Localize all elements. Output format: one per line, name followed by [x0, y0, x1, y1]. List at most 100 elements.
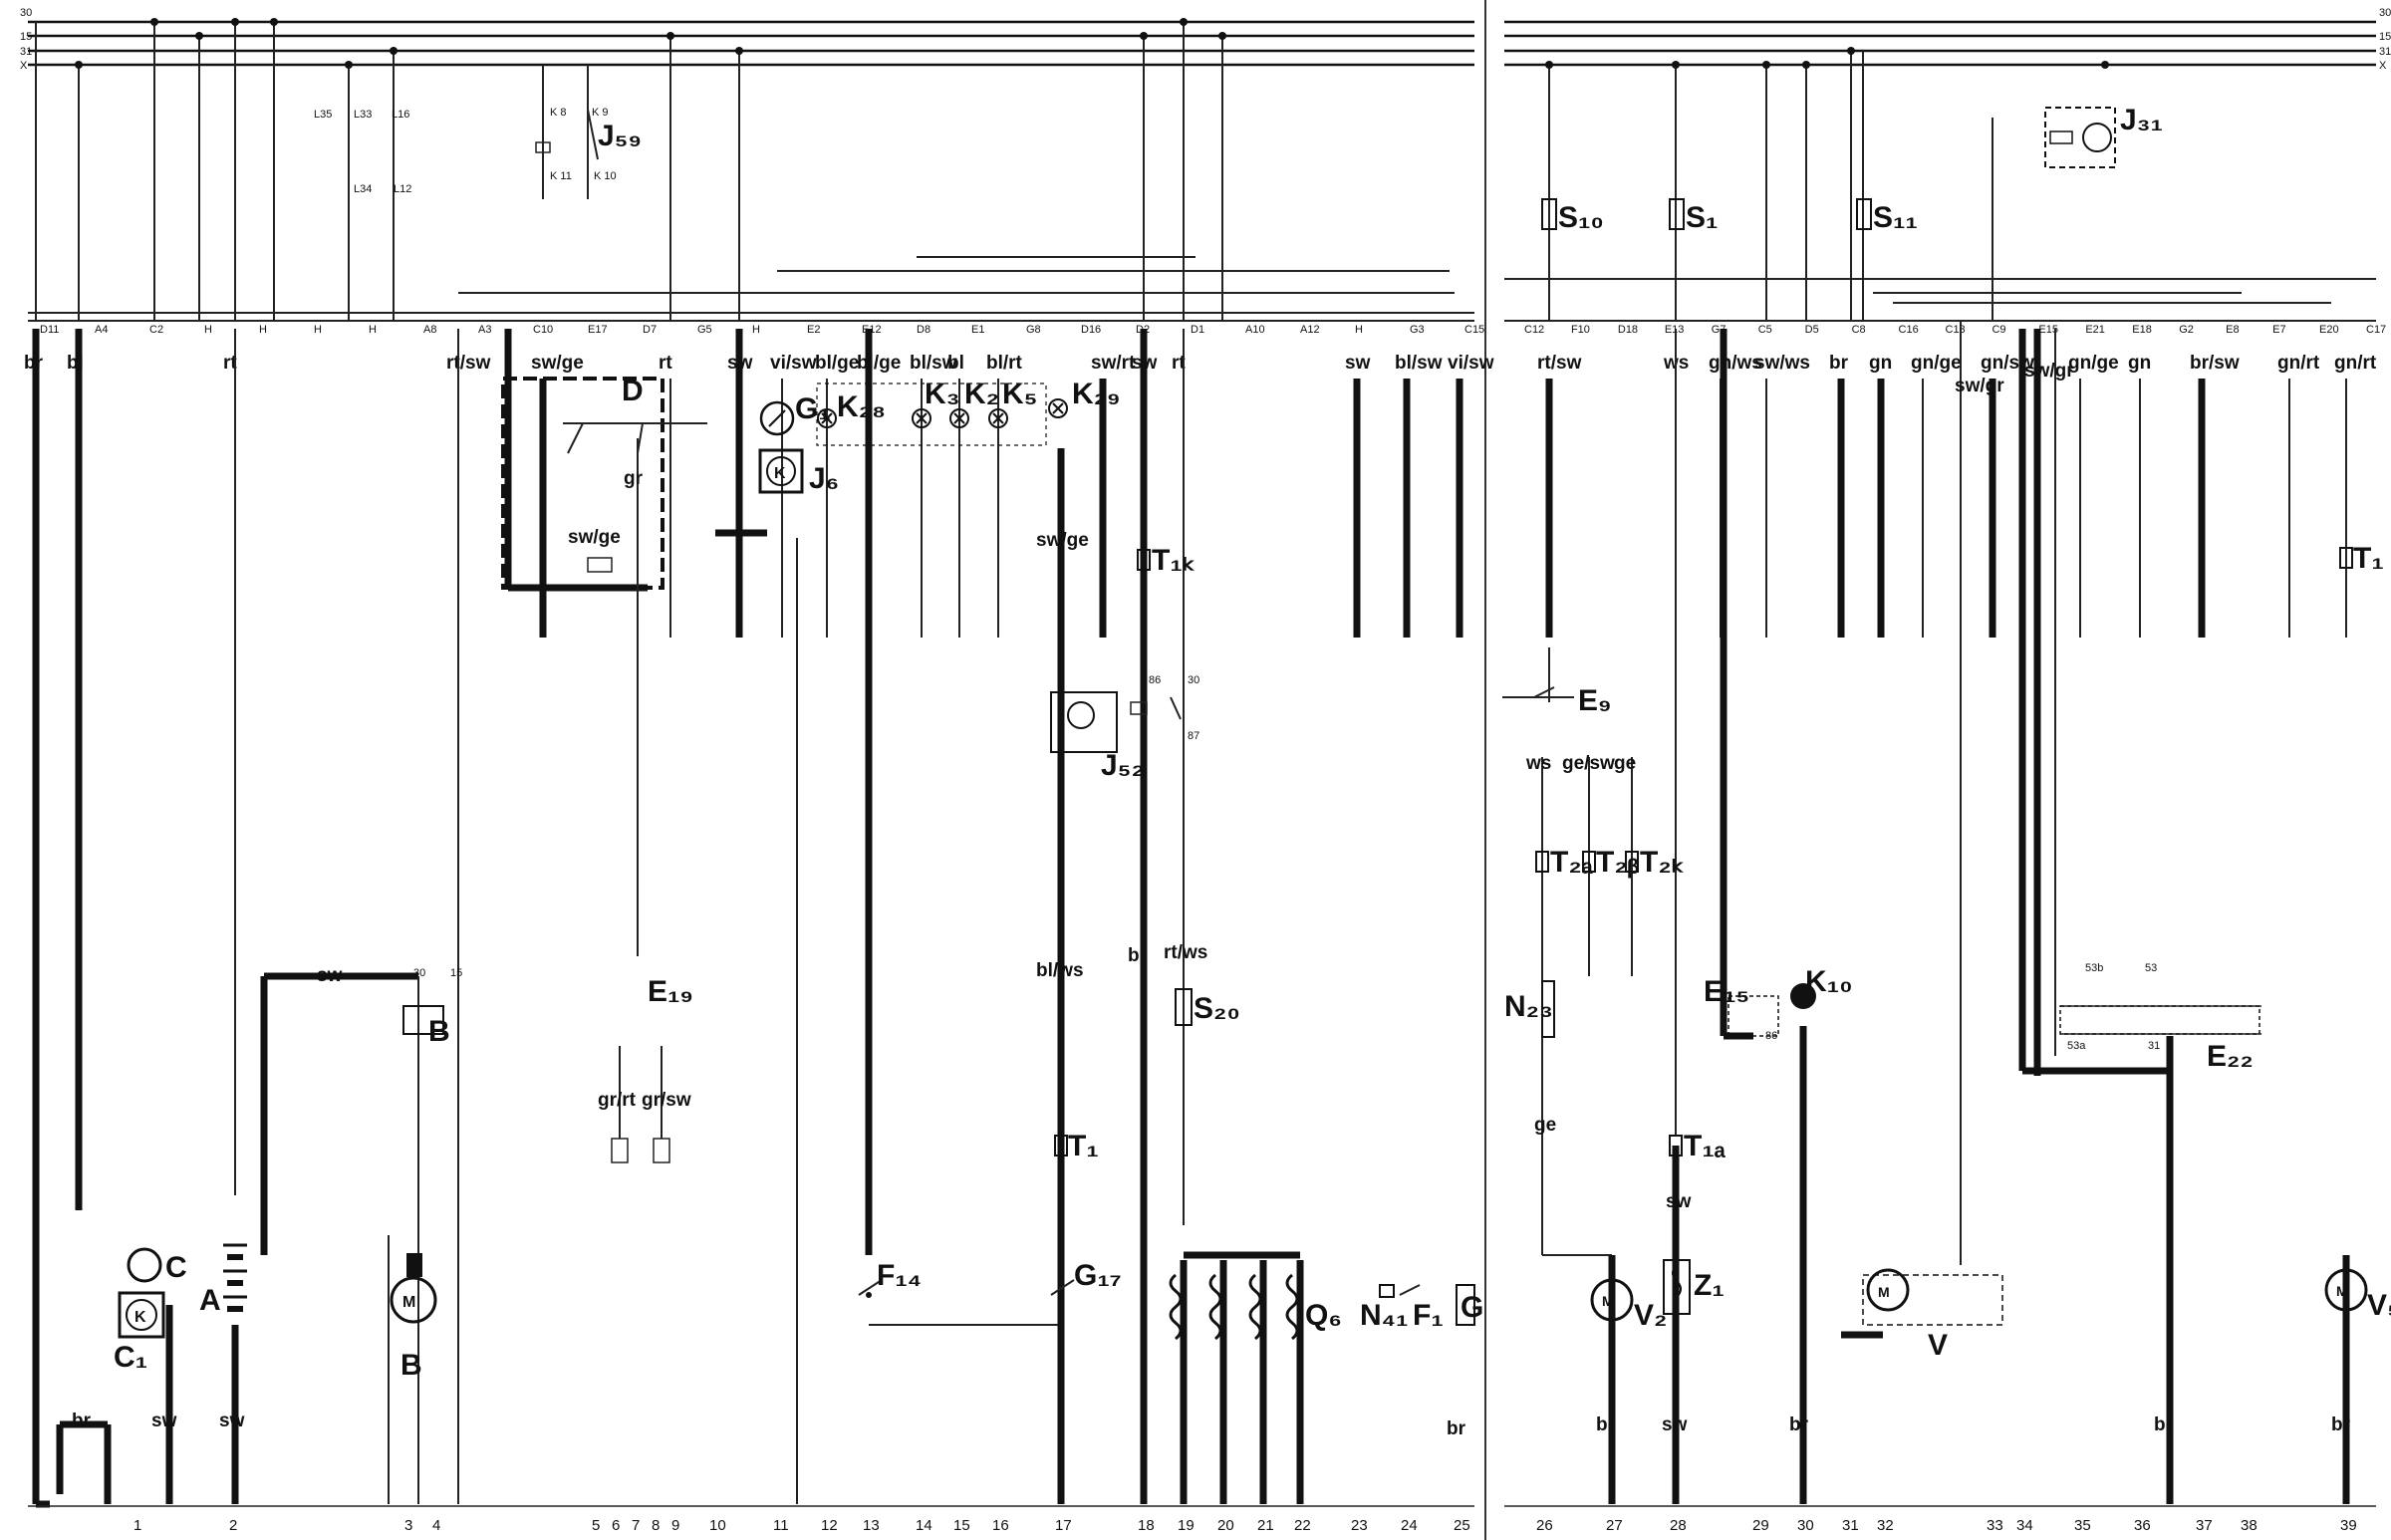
- t2a-label: T₂ₐ: [1550, 846, 1594, 879]
- wire-label: bl: [947, 353, 964, 374]
- svg-text:M: M: [1602, 1293, 1614, 1309]
- f14-label: F₁₄: [877, 1259, 922, 1292]
- br-label-39: br: [2331, 1414, 2351, 1435]
- connector-t1-17: [1054, 1135, 1068, 1156]
- wire-label: gn/rt: [2334, 353, 2377, 374]
- column-number: 8: [652, 1517, 660, 1534]
- wire-label: bl/rt: [986, 353, 1023, 374]
- connector-code: D11: [40, 324, 59, 336]
- ws-label-2: ws: [1525, 753, 1551, 774]
- z1-label: Z₁: [1694, 1269, 1725, 1302]
- f1-label: F₁: [1413, 1299, 1444, 1332]
- connector-code: E15: [2038, 324, 2058, 336]
- connector-code: H: [204, 324, 212, 336]
- connector-code: H: [369, 324, 377, 336]
- connector-code: D5: [1805, 324, 1819, 336]
- j31-label: J₃₁: [2120, 104, 2163, 136]
- connector-code: A4: [95, 324, 108, 336]
- connector-code: E1: [971, 324, 984, 336]
- sw-label-28: sw: [1666, 1191, 1692, 1212]
- column-number: 38: [2241, 1517, 2258, 1534]
- connector-code: E17: [588, 324, 608, 336]
- k8-label: K 8: [550, 107, 567, 119]
- column-number: 30: [1797, 1517, 1814, 1534]
- connector-code: F10: [1571, 324, 1590, 336]
- wire-label: rt: [1172, 353, 1186, 374]
- wire-label: bl/ge: [815, 353, 859, 374]
- gauge-g1: [759, 400, 795, 436]
- connector-t1a: [1669, 1135, 1683, 1156]
- k3-label: K₃: [925, 378, 960, 410]
- column-number: 6: [612, 1517, 620, 1534]
- wire-label: br: [1829, 353, 1849, 374]
- column-number: 11: [773, 1517, 789, 1534]
- k2-label: K₂: [964, 378, 999, 410]
- sw-label-2: sw: [219, 1411, 245, 1431]
- l33-label: L33: [354, 109, 372, 121]
- connector-code: G8: [1026, 324, 1041, 336]
- connector-code: D16: [1081, 324, 1101, 336]
- connector-code: A10: [1245, 324, 1265, 336]
- svg-text:K: K: [134, 1309, 146, 1326]
- wire-label: rt/sw: [446, 353, 491, 374]
- wire-label: gn: [2128, 353, 2151, 374]
- column-number: 13: [863, 1517, 880, 1534]
- connector-code: H: [314, 324, 322, 336]
- relay-j52: [1050, 691, 1182, 753]
- switch-e9: [1502, 686, 1574, 698]
- connector-code: H: [259, 324, 267, 336]
- n30-j52: 30: [1188, 674, 1199, 686]
- component-g25: [1456, 1284, 1475, 1326]
- ge-sw-label: ge/sw: [1562, 753, 1615, 774]
- switch-f14: [858, 1279, 883, 1298]
- b-label: B: [400, 1349, 422, 1382]
- sw-ge-label-2: sw/ge: [568, 527, 621, 548]
- connector-code: D1: [1191, 324, 1204, 336]
- column-number: 27: [1606, 1517, 1623, 1534]
- column-number: 28: [1670, 1517, 1687, 1534]
- bus-label-31-right: 31: [2379, 46, 2391, 58]
- wire-label: gn/ge: [2068, 353, 2119, 374]
- column-number: 14: [916, 1517, 932, 1534]
- valve-n41: [1379, 1284, 1395, 1298]
- n41-label: N₄₁: [1360, 1299, 1408, 1332]
- column-number: 3: [404, 1517, 412, 1534]
- connector-code: G5: [697, 324, 712, 336]
- column-number: 32: [1877, 1517, 1894, 1534]
- connectors-58-61: [611, 1046, 670, 1163]
- connector-code: E8: [2226, 324, 2239, 336]
- e15-label: E₁₅: [1704, 975, 1749, 1008]
- column-number: 29: [1752, 1517, 1769, 1534]
- column-number: 15: [953, 1517, 970, 1534]
- connector-t1k: [1137, 549, 1151, 571]
- connectors-t2: [1535, 851, 1639, 873]
- fuse-s20: [1175, 988, 1193, 1026]
- column-number: 10: [709, 1517, 726, 1534]
- t1a-label: T₁ₐ: [1684, 1130, 1727, 1162]
- relay-j59: K 8 K 9 K 11 K 10 J₅₉: [535, 107, 642, 182]
- connector-code: C17: [2366, 324, 2386, 336]
- connector-code: E2: [807, 324, 820, 336]
- k29-label: K₂₉: [1072, 378, 1121, 410]
- connector-code: E13: [1665, 324, 1685, 336]
- warning-lamps: [816, 383, 1068, 446]
- starter-b: M: [390, 1005, 444, 1324]
- wire-label: gn/rt: [2277, 353, 2320, 374]
- battery-a: [223, 1243, 247, 1312]
- n87-j52: 87: [1188, 730, 1199, 742]
- bus-lines: [28, 0, 2376, 1540]
- column-number: 2: [229, 1517, 237, 1534]
- column-number: 5: [592, 1517, 600, 1534]
- column-number: 25: [1454, 1517, 1470, 1534]
- wire-label: br/sw: [2190, 353, 2240, 374]
- v5-label: V₅: [2367, 1289, 2391, 1322]
- fuses-s: [1541, 198, 1872, 230]
- k5-label: K₅: [1002, 378, 1037, 410]
- column-number: 1: [133, 1517, 141, 1534]
- ge-label: ge: [1614, 753, 1636, 774]
- connector-code: D7: [643, 324, 657, 336]
- connector-code: A8: [423, 324, 436, 336]
- n15-label: 15: [450, 967, 462, 979]
- connector-code: E21: [2085, 324, 2105, 336]
